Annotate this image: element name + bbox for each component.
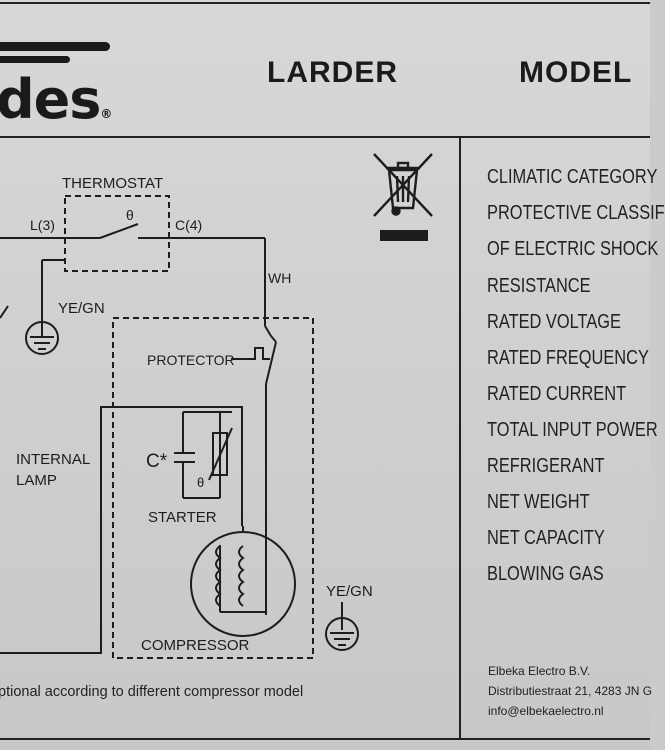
ground-symbol-icon-2: [325, 617, 359, 651]
starter-theta-label: θ: [197, 475, 204, 490]
ground-symbol-icon: [25, 321, 59, 355]
spec-refrigerant: REFRIGERANT: [487, 455, 605, 477]
manufacturer-name: Elbeka Electro B.V.: [488, 664, 591, 678]
footnote-text: ptional according to different compresso…: [0, 684, 304, 700]
weee-bin-icon: [373, 153, 433, 241]
spec-climatic-category: CLIMATIC CATEGORY: [487, 166, 658, 188]
thermostat-theta-label: θ: [126, 207, 134, 223]
header-divider-line: [0, 136, 650, 138]
spec-rated-voltage: RATED VOLTAGE: [487, 311, 621, 333]
bottom-border-line: [0, 738, 650, 740]
protector-label: PROTECTOR: [147, 352, 235, 368]
internal-lamp-label-line1: INTERNAL: [16, 451, 90, 468]
brand-logo-swoosh: [0, 42, 110, 51]
product-type-title: LARDER: [267, 56, 398, 89]
starter-label: STARTER: [148, 509, 217, 526]
ground-label-bottom: YE/GN: [326, 583, 373, 600]
spec-net-weight: NET WEIGHT: [487, 491, 590, 513]
internal-lamp-label-line2: LAMP: [16, 472, 57, 489]
wire-color-label: WH: [268, 270, 291, 286]
spec-rated-current: RATED CURRENT: [487, 383, 627, 405]
ground-label-top: YE/GN: [58, 300, 105, 317]
terminal-c4-label: C(4): [175, 217, 202, 233]
manufacturer-address: Distributiestraat 21, 4283 JN G: [488, 684, 653, 698]
spec-rated-frequency: RATED FREQUENCY: [487, 347, 649, 369]
terminal-l3-label: L(3): [30, 217, 55, 233]
brand-logo-swoosh-lower: [0, 56, 70, 63]
top-border-line: [0, 2, 650, 4]
spec-net-capacity: NET CAPACITY: [487, 527, 605, 549]
capacitor-label: C*: [146, 451, 168, 472]
thermostat-label: THERMOSTAT: [62, 175, 163, 192]
compressor-label: COMPRESSOR: [141, 637, 250, 654]
brand-logo: des®: [0, 68, 112, 131]
spec-resistance: RESISTANCE: [487, 275, 591, 297]
spec-protective-class: PROTECTIVE CLASSIF: [487, 202, 665, 224]
spec-total-input-power: TOTAL INPUT POWER: [487, 419, 658, 441]
spec-electric-shock: OF ELECTRIC SHOCK: [487, 238, 659, 260]
manufacturer-email: info@elbekaelectro.nl: [488, 704, 604, 718]
spec-blowing-gas: BLOWING GAS: [487, 563, 604, 585]
column-divider-line: [459, 138, 461, 738]
model-title: MODEL: [519, 56, 633, 89]
wiring-diagram: THERMOSTAT L(3) θ C(4) WH YE/GN PROTECTO…: [0, 175, 373, 659]
